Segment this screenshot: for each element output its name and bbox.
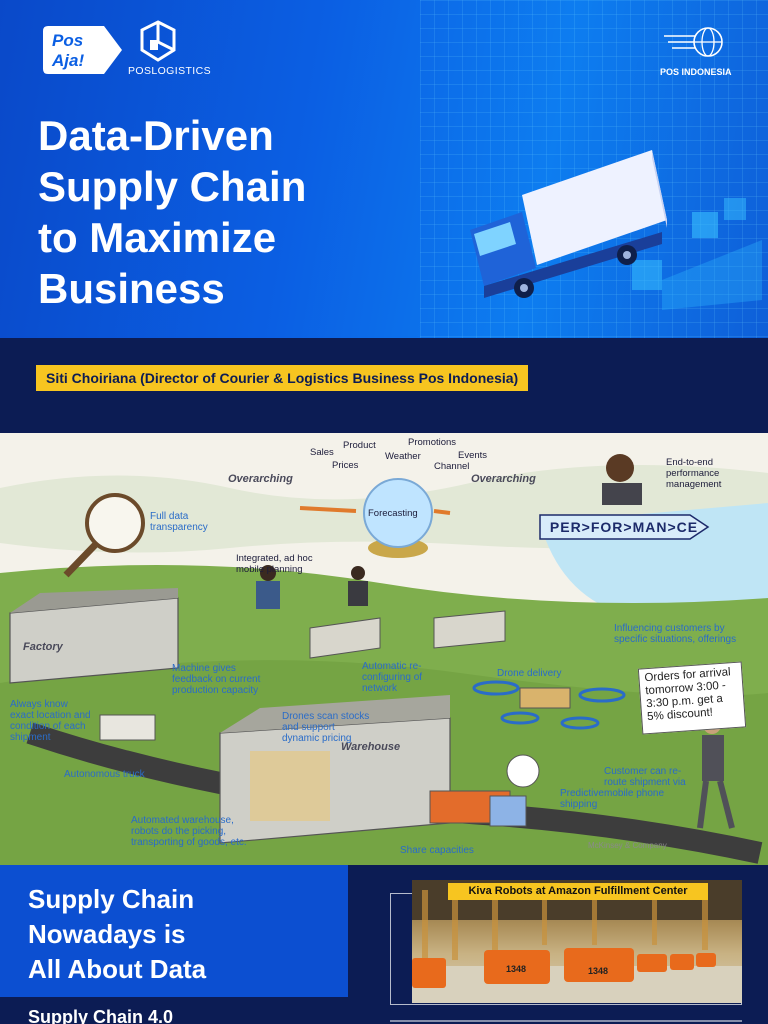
hero-title-line: Business [38, 265, 225, 312]
drones-scan-label: Drones scan stocks and support dynamic p… [282, 711, 370, 744]
machine-feedback-label: Machine gives feedback on current produc… [172, 663, 261, 696]
influencing-label: Influencing customers by specific situat… [614, 623, 737, 645]
hero-title: Data-Driven Supply Chain to Maximize Bus… [38, 110, 398, 314]
posindonesia-label: POS INDONESIA [660, 67, 732, 77]
full-data-label: Full data transparency [150, 511, 208, 533]
supply-chain-heading: Supply Chain Nowadays is All About Data [28, 882, 328, 987]
overarching-right-label: Overarching [471, 473, 536, 485]
always-know-label: Always know exact location and condition… [10, 699, 91, 743]
heading-line: Nowadays is [28, 919, 186, 949]
auto-reconfig-label: Automatic re- configuring of network [362, 661, 423, 694]
svg-text:1348: 1348 [506, 964, 526, 974]
forecasting-label: Forecasting [368, 508, 418, 519]
supply-chain-heading-box: Supply Chain Nowadays is All About Data … [0, 865, 348, 1024]
heading-line: All About Data [28, 954, 207, 984]
integrated-label: Integrated, ad hoc mobile planning [236, 553, 313, 575]
hero-title-line: to Maximize [38, 214, 277, 261]
predictive-shipping-label: Predictive shipping [560, 788, 604, 810]
posindonesia-globe-icon [664, 27, 723, 57]
forecast-input: Sales [310, 447, 334, 458]
bottom-section: Supply Chain Nowadays is All About Data … [0, 865, 768, 1024]
svg-text:1348: 1348 [588, 966, 608, 976]
supply-chain-illustration: Sales Product Promotions Prices Weather … [0, 433, 768, 865]
forecast-input: Prices [332, 460, 359, 471]
warehouse-photo-drawing: 1348 1348 [412, 880, 742, 1003]
hero-title-line: Supply Chain [38, 163, 307, 210]
heading-line: Supply Chain [28, 884, 195, 914]
truck-illustration [470, 150, 762, 310]
warehouse-label: Warehouse [341, 741, 401, 753]
hero-title-line: Data-Driven [38, 112, 274, 159]
automated-warehouse-label: Automated warehouse, robots do the picki… [131, 815, 247, 848]
discount-note: Orders for arrival tomorrow 3:00 - 3:30 … [637, 661, 747, 735]
poslogistics-label: POSLOGISTICS [128, 65, 211, 77]
supply-chain-subheading-strip: Supply Chain 4.0 [0, 997, 348, 1024]
illustration-credit: McKinsey & Company [588, 841, 667, 850]
landscape-drawing [0, 454, 768, 865]
bottom-divider [390, 1020, 742, 1022]
forecast-input: Channel [434, 461, 470, 472]
customer-reroute-label: Customer can re- route shipment via mobi… [604, 766, 686, 799]
performance-banner: PER>FOR>MAN>CE [549, 519, 699, 535]
author-tag: Siti Choiriana (Director of Courier & Lo… [36, 365, 529, 391]
forecast-input: Product [343, 440, 376, 451]
posaja-logo: Pos Aja! [43, 26, 122, 74]
forecast-input: Events [458, 450, 488, 461]
author-band: Siti Choiriana (Director of Courier & Lo… [0, 338, 768, 433]
autonomous-truck-label: Autonomous truck [64, 769, 145, 780]
supply-chain-subheading: Supply Chain 4.0 [28, 1007, 174, 1024]
forecast-input: Weather [385, 451, 421, 462]
drone-delivery-label: Drone delivery [497, 668, 562, 679]
photo-caption: Kiva Robots at Amazon Fulfillment Center [448, 883, 708, 900]
end-to-end-label: End-to-end performance management [666, 457, 722, 490]
svg-text:Aja!: Aja! [51, 51, 84, 70]
forecast-input: Promotions [408, 437, 457, 448]
kiva-robots-photo: 1348 1348 Kiva Robots at Amazon Fulfillm… [412, 880, 742, 1003]
hero-banner: Pos Aja! POSLOGISTICS POS INDONESIA Data… [0, 0, 768, 338]
posindonesia-logo: POS INDONESIA [660, 22, 742, 82]
poslogistics-logo: POSLOGISTICS [128, 20, 218, 80]
overarching-left-label: Overarching [228, 473, 293, 485]
poslogistics-mark-icon [140, 20, 176, 62]
share-capacities-label: Share capacities [400, 845, 474, 856]
svg-text:Pos: Pos [52, 31, 83, 50]
factory-label: Factory [23, 641, 63, 653]
